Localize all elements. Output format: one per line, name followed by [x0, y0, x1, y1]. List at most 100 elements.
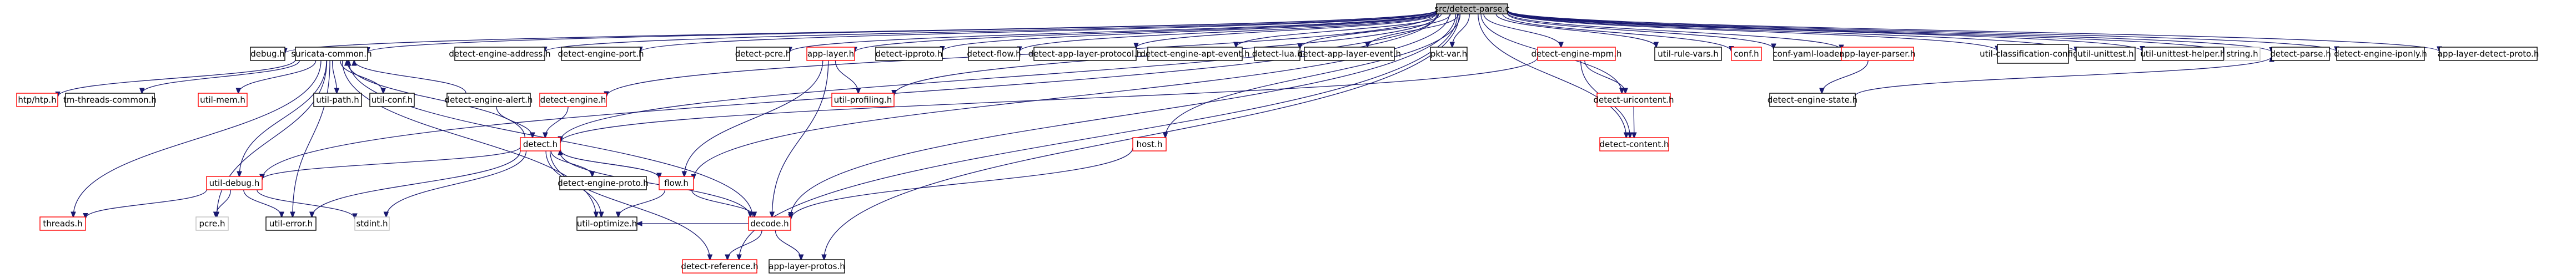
node-content[interactable]: detect-content.h — [1599, 137, 1669, 151]
node-string-box — [2224, 47, 2261, 61]
node-yaml[interactable]: conf-yaml-loader.h — [1772, 47, 1850, 61]
node-engine-box — [539, 93, 607, 107]
edge-sc-to-uerror — [293, 60, 330, 217]
edge-root-to-lua — [1300, 13, 1451, 49]
node-udebug-box — [206, 176, 263, 190]
node-upath[interactable]: util-path.h — [313, 93, 362, 107]
node-threads[interactable]: threads.h — [39, 216, 86, 231]
node-uopt[interactable]: util-optimize.h — [576, 216, 637, 231]
node-dparse-label: detect-parse.h — [2270, 49, 2331, 59]
node-host-box — [1132, 137, 1167, 151]
node-decode[interactable]: decode.h — [748, 216, 791, 231]
edge-root-to-ipproto — [942, 11, 1437, 51]
node-iponly[interactable]: detect-engine-iponly.h — [2334, 47, 2427, 61]
edge-root-to-applayer — [855, 11, 1437, 53]
node-aldetect[interactable]: app-layer-detect-proto.h — [2438, 47, 2539, 61]
edge-engine-to-detect — [545, 106, 569, 138]
node-unithelp[interactable]: util-unittest-helper.h — [2140, 47, 2226, 61]
node-apt-label: detect-engine-apt-event.h — [1141, 49, 1250, 59]
edge-flowh-to-detect — [560, 150, 660, 179]
node-uconf[interactable]: util-conf.h — [369, 93, 415, 107]
node-alevent-label: detect-app-layer-event.h — [1298, 49, 1401, 59]
node-apt-box — [1147, 47, 1243, 61]
node-applayer-label: app-layer.h — [807, 49, 854, 59]
node-root-label: src/detect-parse.c — [1434, 4, 1509, 14]
edge-sc-to-udebug — [239, 60, 327, 176]
edge-detect-to-uerror — [312, 150, 521, 218]
node-aldetect-box — [2439, 47, 2538, 61]
node-unittest[interactable]: util-unittest.h — [2076, 47, 2136, 61]
node-stdint[interactable]: stdint.h — [354, 216, 390, 231]
node-applayer[interactable]: app-layer.h — [806, 47, 855, 61]
edge-root-to-aldetect — [1507, 10, 2439, 52]
node-alert[interactable]: detect-engine-alert.h — [445, 93, 533, 107]
node-pcreh[interactable]: pcre.h — [195, 216, 229, 231]
node-uerror[interactable]: util-error.h — [265, 216, 317, 231]
node-rulevars-label: util-rule-vars.h — [1658, 49, 1719, 59]
node-alproto-label: detect-app-layer-protocol.h — [1028, 49, 1142, 59]
edge-root-to-engine — [606, 12, 1437, 97]
node-flowh-box — [659, 176, 694, 190]
node-tmthreads[interactable]: tm-threads-common.h — [63, 93, 157, 107]
edge-detect-to-udebug — [262, 146, 521, 180]
node-flowkw[interactable]: detect-flow.h — [967, 47, 1021, 61]
node-htp[interactable]: htp/htp.h — [16, 93, 58, 107]
node-pktvar[interactable]: pkt-var.h — [1430, 47, 1468, 61]
node-alprotos-box — [769, 259, 845, 274]
edge-sc-to-threads — [73, 60, 322, 217]
node-udebug[interactable]: util-debug.h — [206, 176, 263, 190]
edge-sc-to-htp — [58, 59, 296, 97]
edge-root-to-flowkw — [1020, 12, 1437, 52]
node-pktvar-label: pkt-var.h — [1430, 49, 1467, 59]
node-alproto[interactable]: detect-app-layer-protocol.h — [1028, 47, 1142, 61]
edge-root-to-addr — [545, 10, 1437, 52]
node-string[interactable]: string.h — [2224, 47, 2261, 61]
node-conf[interactable]: conf.h — [1731, 47, 1762, 61]
node-debug[interactable]: debug.h — [250, 47, 285, 61]
node-uprof[interactable]: util-profiling.h — [831, 93, 895, 107]
node-detect[interactable]: detect.h — [520, 137, 561, 151]
node-flowh[interactable]: flow.h — [659, 176, 694, 190]
node-state[interactable]: detect-engine-state.h — [1767, 93, 1857, 107]
node-classif[interactable]: util-classification-config.h — [1980, 44, 2086, 64]
node-yaml-label: conf-yaml-loader.h — [1772, 49, 1850, 59]
node-content-box — [1599, 137, 1669, 151]
node-port-label: detect-engine-port.h — [558, 49, 644, 59]
node-sc[interactable]: suricata-common.h — [291, 47, 372, 61]
node-proto[interactable]: detect-engine-proto.h — [558, 176, 649, 190]
node-port[interactable]: detect-engine-port.h — [558, 47, 644, 61]
edge-root-to-alproto — [1136, 13, 1437, 48]
node-engine[interactable]: detect-engine.h — [539, 93, 607, 107]
node-ipproto[interactable]: detect-ipproto.h — [875, 47, 943, 61]
node-uicont-label: detect-uricontent.h — [1594, 95, 1674, 105]
node-host[interactable]: host.h — [1132, 137, 1167, 151]
node-upath-box — [313, 93, 362, 107]
node-rulevars[interactable]: util-rule-vars.h — [1654, 47, 1722, 61]
node-root[interactable]: src/detect-parse.c — [1434, 3, 1510, 14]
node-addr[interactable]: detect-engine-address.h — [449, 47, 551, 61]
edge-decode-to-ref — [727, 230, 762, 260]
node-uicont-box — [1596, 93, 1671, 107]
node-mpm[interactable]: detect-engine-mpm.h — [1531, 47, 1622, 61]
node-alprotos[interactable]: app-layer-protos.h — [769, 259, 845, 274]
node-flowkw-label: detect-flow.h — [967, 49, 1021, 59]
edge-decode-to-alprotos — [775, 230, 801, 260]
node-uicont[interactable]: detect-uricontent.h — [1594, 93, 1674, 107]
node-apt[interactable]: detect-engine-apt-event.h — [1141, 47, 1250, 61]
node-rulevars-box — [1654, 47, 1722, 61]
node-conf-label: conf.h — [1734, 49, 1759, 59]
node-unithelp-box — [2142, 47, 2224, 61]
node-alevent[interactable]: detect-app-layer-event.h — [1298, 47, 1401, 61]
node-ipproto-box — [875, 47, 943, 61]
node-alparser[interactable]: app-layer-parser.h — [1840, 47, 1916, 61]
node-umem[interactable]: util-mem.h — [198, 93, 248, 107]
node-uprof-label: util-profiling.h — [834, 95, 892, 105]
node-dparse[interactable]: detect-parse.h — [2270, 47, 2331, 61]
node-pcre[interactable]: detect-pcre.h — [735, 47, 791, 61]
node-ipproto-label: detect-ipproto.h — [876, 49, 943, 59]
node-ref[interactable]: detect-reference.h — [681, 259, 759, 274]
node-lua[interactable]: detect-lua.h — [1252, 47, 1303, 61]
node-iponly-box — [2336, 47, 2425, 61]
node-lua-label: detect-lua.h — [1252, 49, 1303, 59]
node-detect-box — [520, 137, 561, 151]
